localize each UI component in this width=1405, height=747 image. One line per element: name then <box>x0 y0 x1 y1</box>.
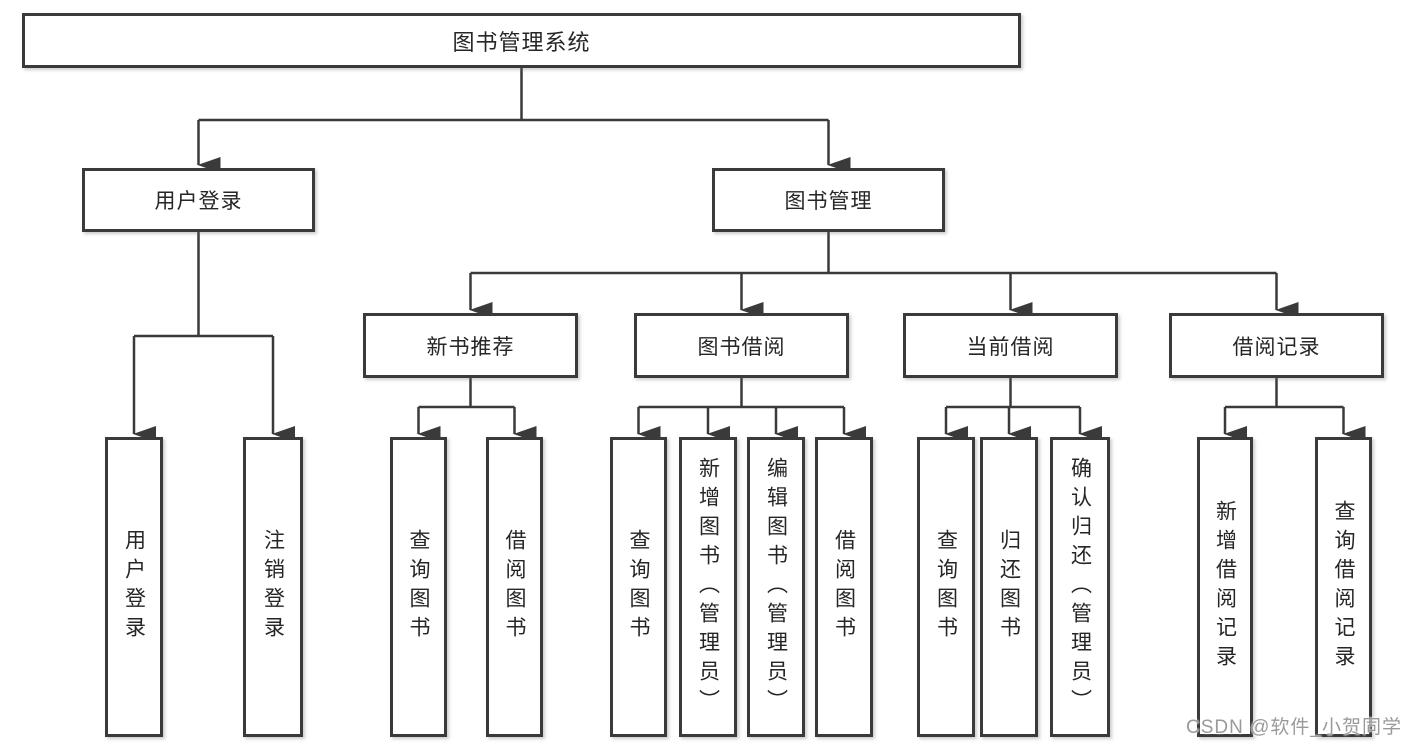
node-label: 借阅图书 <box>832 529 856 645</box>
edges-current-borrowing <box>944 378 1102 442</box>
node-user-login: 用户登录 <box>82 168 315 232</box>
node-borrow-books: 借阅图书 <box>815 437 873 737</box>
node-query-books-current: 查询图书 <box>917 437 975 737</box>
node-query-borrow-record: 查询借阅记录 <box>1315 437 1372 737</box>
node-label: 新增借阅记录 <box>1213 500 1237 674</box>
edges-root <box>197 68 851 173</box>
node-user-login-function: 用户登录 <box>105 437 163 737</box>
node-logout-function: 注销登录 <box>243 437 303 737</box>
node-label: 编辑图书（管理员） <box>764 456 788 718</box>
edges-new-book-recommend <box>417 378 537 442</box>
node-label: 新书推荐 <box>426 335 515 359</box>
node-label: 查询图书 <box>407 529 430 645</box>
node-label: 当前借阅 <box>966 335 1055 359</box>
node-borrow-books-recommend: 借阅图书 <box>486 437 543 737</box>
node-query-books-recommend: 查询图书 <box>390 437 447 737</box>
node-label: 新增图书（管理员） <box>696 456 720 718</box>
node-current-borrowing: 当前借阅 <box>903 313 1118 378</box>
edges-book-borrowing <box>637 378 866 442</box>
edges-user-login <box>132 232 295 442</box>
node-edit-books-admin: 编辑图书（管理员） <box>747 437 805 737</box>
node-borrow-records: 借阅记录 <box>1169 313 1384 378</box>
node-label: 用户登录 <box>154 190 243 213</box>
node-label: 查询图书 <box>934 529 958 645</box>
node-label: 归还图书 <box>997 529 1021 645</box>
node-label: 注销登录 <box>261 529 285 645</box>
node-label: 借阅图书 <box>503 529 526 645</box>
node-label: 用户登录 <box>122 529 146 645</box>
edges-borrow-records <box>1223 378 1366 442</box>
node-confirm-return-admin: 确认归还（管理员） <box>1050 437 1110 737</box>
node-label: 查询图书 <box>627 529 650 645</box>
node-book-management: 图书管理 <box>712 168 945 232</box>
node-label: 图书借阅 <box>697 335 786 359</box>
node-label: 确认归还（管理员） <box>1068 456 1092 718</box>
node-query-books-borrowing: 查询图书 <box>610 437 667 737</box>
node-label: 借阅记录 <box>1232 335 1321 359</box>
node-new-book-recommend: 新书推荐 <box>363 313 578 378</box>
node-return-books: 归还图书 <box>980 437 1038 737</box>
node-add-books-admin: 新增图书（管理员） <box>679 437 737 737</box>
node-add-borrow-record: 新增借阅记录 <box>1197 437 1253 737</box>
node-label: 查询借阅记录 <box>1332 500 1355 674</box>
node-book-borrowing: 图书借阅 <box>634 313 849 378</box>
csdn-watermark: CSDN @软件_小贺同学 <box>1186 717 1402 738</box>
edges-book-management <box>469 232 1299 318</box>
node-label: 图书管理 <box>784 190 873 213</box>
node-label: 图书管理系统 <box>452 29 591 55</box>
node-library-management-system: 图书管理系统 <box>22 13 1021 68</box>
